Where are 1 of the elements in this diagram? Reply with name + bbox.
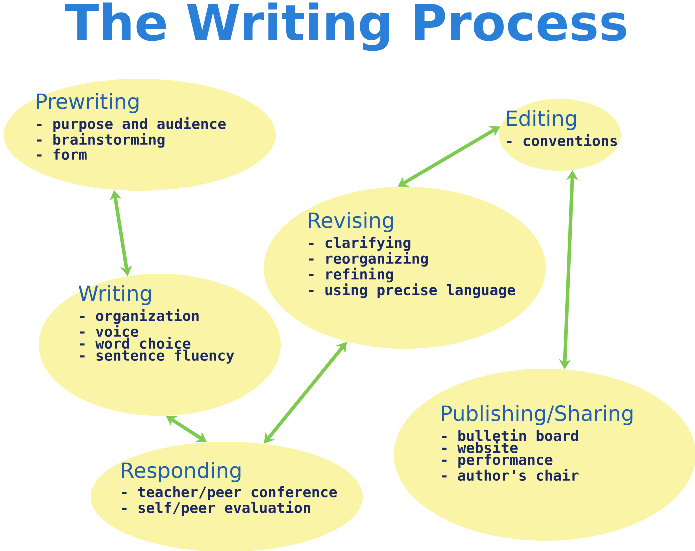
title: The Writing Process	[65, 2, 626, 52]
